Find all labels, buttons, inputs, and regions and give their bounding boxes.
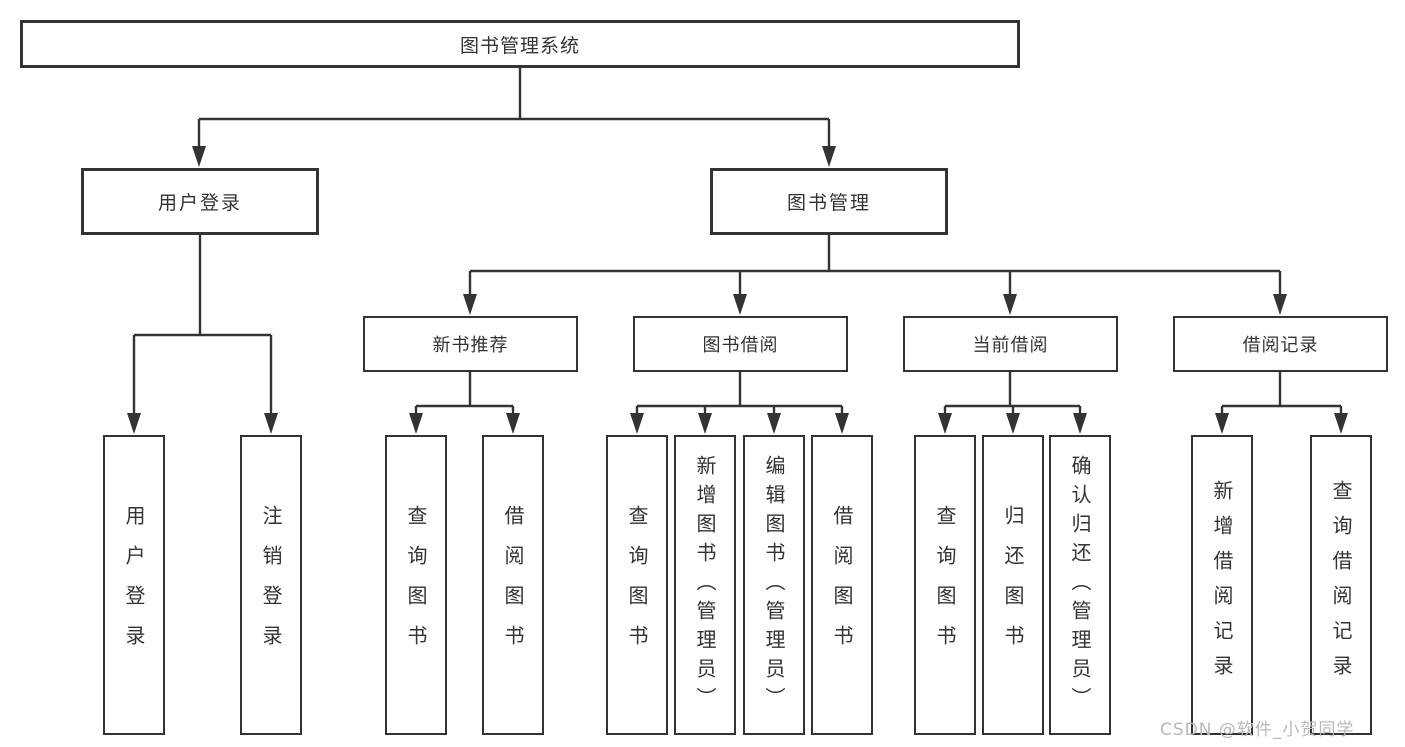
leaf-edit-book-admin: 编辑图书（管理员） bbox=[743, 435, 805, 735]
leaf-confirm-return-admin: 确认归还（管理员） bbox=[1049, 435, 1111, 735]
leaf-logout: 注销登录 bbox=[240, 435, 302, 735]
node-label: 注销登录 bbox=[259, 505, 283, 665]
node-label: 归还图书 bbox=[1001, 505, 1025, 665]
node-label: 查询图书 bbox=[625, 505, 649, 665]
node-label: 借阅图书 bbox=[501, 505, 525, 665]
leaf-add-book-admin: 新增图书（管理员） bbox=[674, 435, 736, 735]
node-label: 借阅记录 bbox=[1242, 335, 1319, 356]
node-new-book-recommend: 新书推荐 bbox=[363, 316, 578, 372]
node-label: 当前借阅 bbox=[972, 335, 1049, 356]
leaf-borrow-books: 借阅图书 bbox=[811, 435, 873, 735]
node-label: 用户登录 bbox=[157, 192, 242, 214]
leaf-query-books-current: 查询图书 bbox=[914, 435, 976, 735]
csdn-watermark: CSDN @软件_小贺同学 bbox=[1160, 720, 1355, 740]
leaf-add-borrow-record: 新增借阅记录 bbox=[1191, 435, 1253, 735]
node-user-login: 用户登录 bbox=[81, 168, 319, 235]
leaf-query-borrow-record: 查询借阅记录 bbox=[1310, 435, 1372, 735]
node-label: 新增图书（管理员） bbox=[693, 454, 717, 716]
node-label: 图书管理 bbox=[786, 192, 871, 214]
node-label: 图书管理系统 bbox=[459, 34, 580, 57]
node-label: 新增借阅记录 bbox=[1210, 480, 1234, 690]
node-label: 查询借阅记录 bbox=[1329, 480, 1353, 690]
node-book-management: 图书管理 bbox=[710, 168, 948, 235]
leaf-return-book: 归还图书 bbox=[982, 435, 1044, 735]
node-label: 用户登录 bbox=[122, 505, 146, 665]
node-label: 图书借阅 bbox=[702, 335, 779, 356]
node-label: 查询图书 bbox=[933, 505, 957, 665]
node-label: 编辑图书（管理员） bbox=[762, 454, 786, 716]
node-label: 确认归还（管理员） bbox=[1068, 454, 1092, 716]
leaf-borrow-books-recommend: 借阅图书 bbox=[482, 435, 544, 735]
node-label: 查询图书 bbox=[404, 505, 428, 665]
leaf-user-login: 用户登录 bbox=[103, 435, 165, 735]
node-current-borrow: 当前借阅 bbox=[903, 316, 1118, 372]
leaf-query-books-borrow: 查询图书 bbox=[606, 435, 668, 735]
leaf-query-books-recommend: 查询图书 bbox=[385, 435, 447, 735]
node-label: 新书推荐 bbox=[432, 335, 509, 356]
node-borrow-records: 借阅记录 bbox=[1173, 316, 1388, 372]
node-label: 借阅图书 bbox=[830, 505, 854, 665]
node-book-management-system: 图书管理系统 bbox=[20, 20, 1020, 68]
node-book-borrow: 图书借阅 bbox=[633, 316, 848, 372]
